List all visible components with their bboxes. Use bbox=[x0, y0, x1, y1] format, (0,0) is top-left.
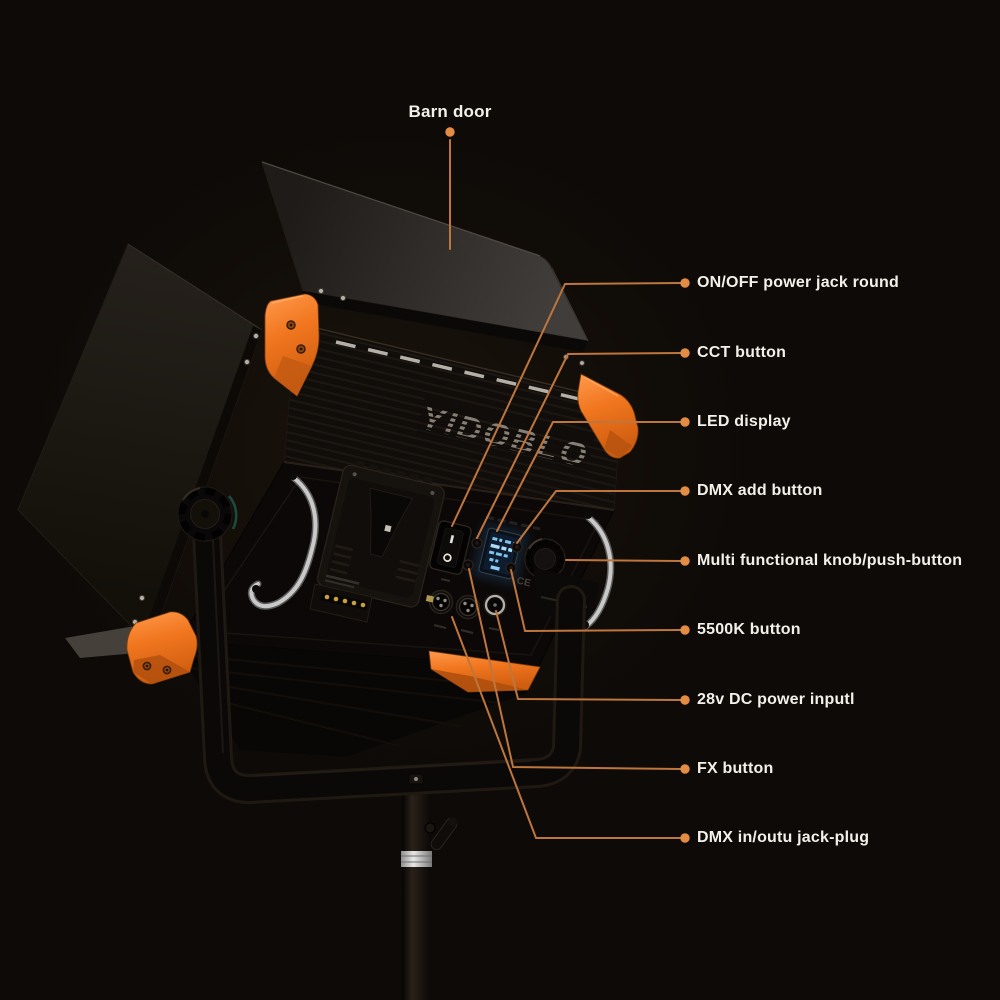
right-chrome-handle bbox=[581, 511, 615, 630]
leader-on-off-power-jack bbox=[451, 282, 682, 527]
clamp-bolt bbox=[424, 822, 436, 834]
yoke-bracket bbox=[191, 499, 586, 804]
leader-dmx-in-out bbox=[451, 616, 682, 839]
dc-power-jack bbox=[483, 593, 507, 617]
leader-dots bbox=[445, 127, 690, 843]
dot-dmx-add bbox=[680, 486, 690, 496]
dot-on-off bbox=[680, 278, 690, 288]
leader-dmx-add-button bbox=[516, 490, 682, 544]
dot-28v-dc bbox=[680, 695, 690, 705]
panel-markings bbox=[433, 578, 500, 634]
corner-bumper-top-right bbox=[563, 354, 639, 459]
corner-bumper-bottom-right bbox=[428, 650, 541, 693]
dot-dmx-in-out bbox=[680, 833, 690, 843]
v-mount-battery-plate bbox=[316, 460, 445, 608]
label-dmx-add-button: DMX add button bbox=[697, 482, 823, 499]
dmx-xlr-jacks bbox=[425, 589, 481, 620]
ce-mark: CE bbox=[516, 575, 532, 589]
leader-fx-button bbox=[468, 568, 682, 770]
leader-28v-dc-input bbox=[495, 610, 682, 701]
yoke-center-stud bbox=[408, 773, 424, 785]
leader-lines bbox=[449, 139, 682, 839]
panel-buttons bbox=[462, 537, 523, 574]
leader-5500k-button bbox=[510, 569, 682, 632]
battery-pin-block bbox=[309, 583, 373, 623]
door-hinge-screws bbox=[317, 287, 347, 302]
label-barn-door: Barn door bbox=[408, 102, 492, 121]
power-on-mark bbox=[449, 535, 455, 544]
vent-slot-dashes bbox=[335, 340, 593, 404]
dot-multi-knob bbox=[680, 556, 690, 566]
label-led-display: LED display bbox=[697, 413, 791, 430]
dot-led-display bbox=[680, 417, 690, 427]
dot-5500k bbox=[680, 625, 690, 635]
left-chrome-handle bbox=[247, 472, 319, 610]
corner-bumper-bottom-left bbox=[126, 611, 198, 685]
dot-barn-door bbox=[445, 127, 455, 137]
label-multi-knob: Multi functional knob/push-button bbox=[697, 552, 963, 569]
svg-text:CE: CE bbox=[516, 575, 532, 589]
label-28v-dc-input: 28v DC power inputl bbox=[697, 691, 855, 708]
clamp-t-handle bbox=[430, 817, 458, 851]
tilt-lock-knob bbox=[177, 486, 238, 542]
label-on-off-power-jack: ON/OFF power jack round bbox=[697, 274, 899, 291]
dot-cct bbox=[680, 348, 690, 358]
label-cct-button: CCT button bbox=[697, 344, 787, 361]
light-stand-pole bbox=[401, 790, 458, 1000]
label-dmx-in-out-jack: DMX in/outu jack-plug bbox=[697, 829, 870, 846]
bumper-screws bbox=[286, 320, 306, 354]
dot-fx bbox=[680, 764, 690, 774]
label-5500k-button: 5500K button bbox=[697, 621, 801, 638]
power-switch bbox=[428, 520, 472, 575]
leader-cct-button bbox=[476, 352, 682, 539]
power-off-mark bbox=[443, 553, 452, 562]
label-fx-button: FX button bbox=[697, 760, 774, 777]
corner-bumper-top-left bbox=[264, 293, 320, 397]
leader-led-display bbox=[496, 421, 682, 532]
leader-multi-knob bbox=[565, 559, 682, 562]
top-barn-door bbox=[261, 161, 589, 352]
bumper-screws bbox=[142, 661, 172, 675]
